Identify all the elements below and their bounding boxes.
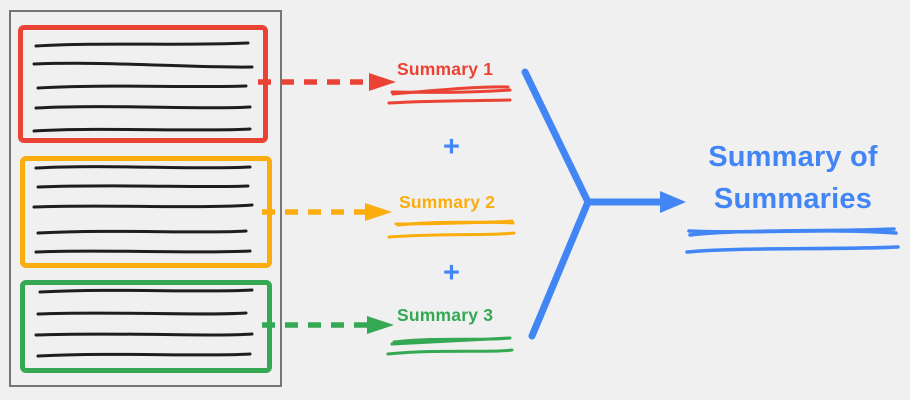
chunk-3-to-summary-3-arrow	[262, 316, 394, 334]
arrowhead-icon	[369, 73, 396, 91]
document-box	[9, 10, 282, 387]
summary-1-scribble	[387, 85, 512, 105]
summary-3-scribble	[386, 336, 514, 356]
final-summary-label: Summary of Summaries	[681, 136, 905, 220]
chunk-2-to-summary-2-arrow	[262, 203, 392, 221]
final-summary-line1: Summary of	[708, 141, 878, 173]
final-summary-scribble	[685, 227, 900, 254]
chunk-3-text-scribble-lines	[34, 288, 254, 358]
summary-2-scribble	[387, 219, 516, 239]
chunk-1-text-scribble-lines	[32, 41, 254, 133]
final-summary-line2: Summaries	[713, 183, 873, 215]
chunk-2-text-scribble-lines	[32, 165, 254, 254]
chunk-1-to-summary-1-arrow	[258, 73, 396, 91]
summary-3-label: Summary 3	[397, 305, 494, 325]
summary-1-label: Summary 1	[397, 59, 494, 79]
arrowhead-icon	[367, 316, 394, 334]
summary-2-label: Summary 2	[399, 192, 496, 212]
arrowhead-icon	[660, 191, 686, 213]
merge-fork-arrow	[521, 68, 686, 340]
plus-operator-1: +	[443, 131, 460, 163]
arrowhead-icon	[365, 203, 392, 221]
plus-operator-2: +	[443, 257, 460, 289]
